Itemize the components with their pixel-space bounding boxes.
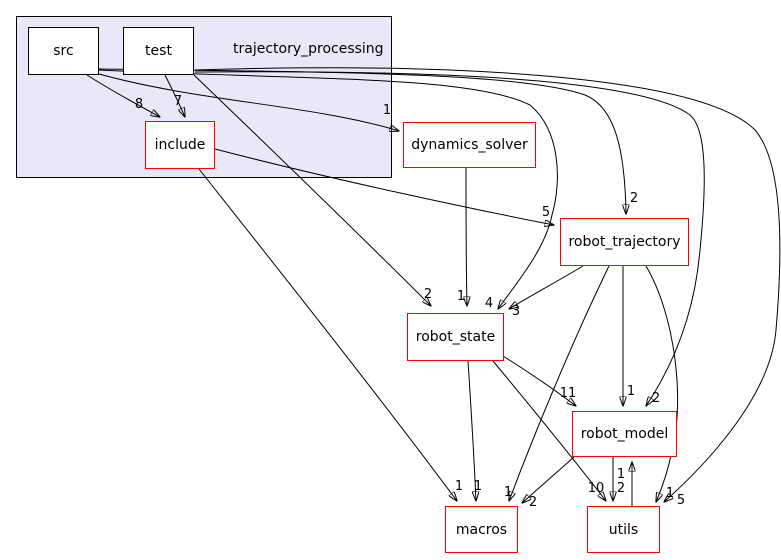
edge-test-include: [164, 74, 185, 117]
node-utils[interactable]: utils: [587, 506, 660, 553]
edge-count-robot_trajectory-macros: 1: [504, 485, 512, 500]
node-dynamics_solver[interactable]: dynamics_solver: [403, 122, 536, 168]
edge-robot_trajectory-macros: [509, 265, 610, 501]
edge-count-src-include: 8: [135, 97, 143, 112]
node-macros[interactable]: macros: [445, 506, 518, 553]
edge-count-robot_trajectory-robot_model: 1: [627, 384, 635, 399]
edge-dynamics_solver-robot_state: [466, 167, 467, 306]
node-include[interactable]: include: [145, 121, 215, 169]
edge-robot_state-utils: [492, 360, 606, 501]
edge-src-robot_trajectory: [98, 68, 626, 214]
node-src[interactable]: src: [28, 27, 99, 75]
edge-count-robot_state-utils: 10: [588, 481, 605, 496]
edge-count-robot_state-macros: 1: [474, 479, 482, 494]
edge-count-robot_trajectory-robot_state: 3: [512, 304, 520, 319]
edge-robot_state-robot_model: [502, 355, 576, 406]
edge-count-dynamics_solver-robot_state: 1: [457, 289, 465, 304]
edge-src-include: [86, 74, 160, 117]
node-robot_state[interactable]: robot_state: [407, 313, 504, 361]
edge-robot_model-macros: [522, 456, 575, 503]
edge-count-test-include: 7: [174, 94, 182, 109]
edge-robot_trajectory-utils: [645, 265, 679, 502]
edge-test-robot_state: [193, 74, 431, 306]
edge-robot_state-macros: [467, 360, 476, 501]
edge-count-src-robot_trajectory: 2: [630, 191, 638, 206]
edge-count-test-utils: 5: [677, 493, 685, 508]
node-test[interactable]: test: [123, 27, 194, 75]
edge-count-src-robot_state: 4: [485, 296, 493, 311]
edge-robot_trajectory-robot_state: [509, 265, 584, 309]
edge-test-robot_model: [194, 71, 705, 406]
edge-count-robot_model-macros: 2: [529, 495, 537, 510]
edge-test-utils: [194, 67, 781, 502]
edge-count-test-robot_model: 2: [652, 391, 660, 406]
edge-count-robot_state-robot_model: 11: [560, 386, 577, 401]
edge-count-test-robot_state: 2: [424, 287, 432, 302]
node-robot_model[interactable]: robot_model: [572, 411, 677, 457]
edge-count-utils-robot_model: 1: [617, 467, 625, 482]
edge-include-macros: [198, 168, 457, 501]
edge-include-robot_trajectory: [214, 148, 554, 225]
node-robot_trajectory[interactable]: robot_trajectory: [560, 218, 689, 266]
edge-count-src-dynamics_solver: 1: [383, 103, 391, 118]
edge-count-include-macros: 1: [455, 479, 463, 494]
edge-count-robot_model-utils: 2: [617, 481, 625, 496]
cluster-label: trajectory_processing: [233, 41, 384, 57]
edge-src-dynamics_solver: [98, 73, 399, 131]
edge-count-include-robot_trajectory: 5: [542, 205, 550, 220]
edge-count-robot_trajectory-utils: 1: [666, 486, 674, 501]
edge-src-robot_state: [98, 69, 558, 309]
